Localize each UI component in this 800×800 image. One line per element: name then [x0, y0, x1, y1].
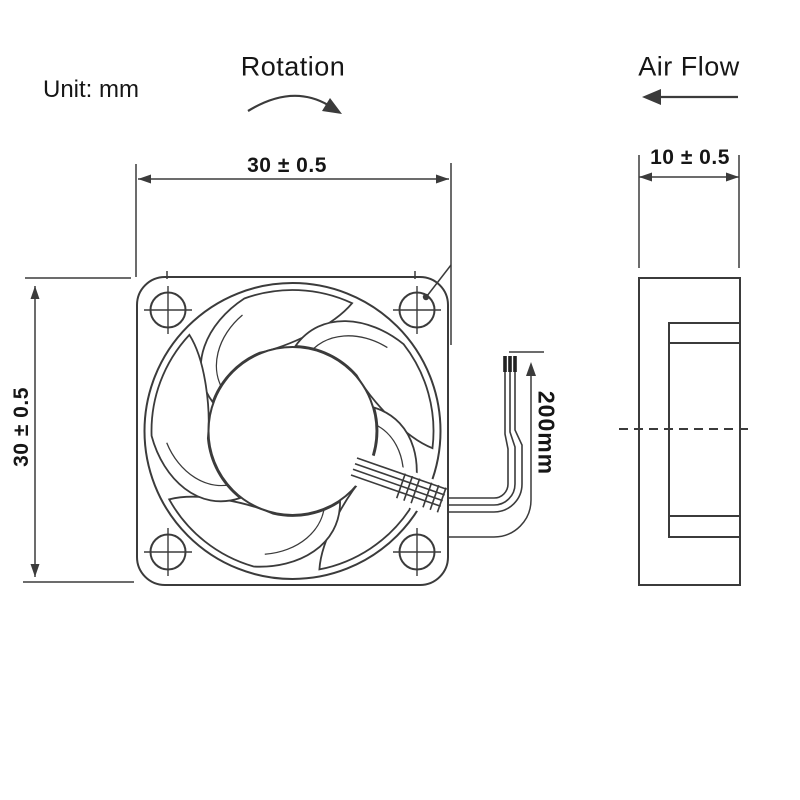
dimension-side-depth: [638, 155, 740, 268]
lead-wire: [447, 372, 523, 513]
venturi-circle: [143, 282, 442, 580]
fan-blades: [150, 289, 435, 571]
mounting-hole: [144, 528, 192, 576]
front-width-dim-label: 30 ± 0.5: [247, 154, 327, 177]
mounting-hole: [144, 286, 192, 334]
rotation-arrow-icon: [247, 94, 342, 114]
lead-wire: [447, 372, 516, 506]
airflow-label: Air Flow: [638, 51, 740, 82]
lead-wire: [447, 372, 509, 499]
fan-hub: [207, 346, 378, 516]
fan-front-view: [136, 271, 450, 586]
wire-bundle: [350, 356, 523, 513]
unit-label: Unit: mm: [43, 76, 139, 103]
dimension-wire-length: [447, 351, 544, 538]
front-height-dim-label: 30 ± 0.5: [10, 387, 33, 467]
fan-side-view: [619, 277, 753, 586]
leader-line: [422, 264, 452, 301]
mounting-hole: [393, 286, 441, 334]
fan-frame: [136, 276, 449, 586]
dimension-front-height: [23, 277, 134, 583]
dimension-front-width: [135, 163, 452, 345]
side-depth-dim-label: 10 ± 0.5: [650, 146, 730, 169]
wire-hatching: [395, 473, 447, 513]
wire-tips: [503, 356, 517, 372]
wire-length-dim-label: 200mm: [533, 390, 560, 476]
mounting-hole: [393, 528, 441, 576]
airflow-arrow-icon: [642, 89, 738, 105]
rotation-label: Rotation: [240, 51, 346, 82]
